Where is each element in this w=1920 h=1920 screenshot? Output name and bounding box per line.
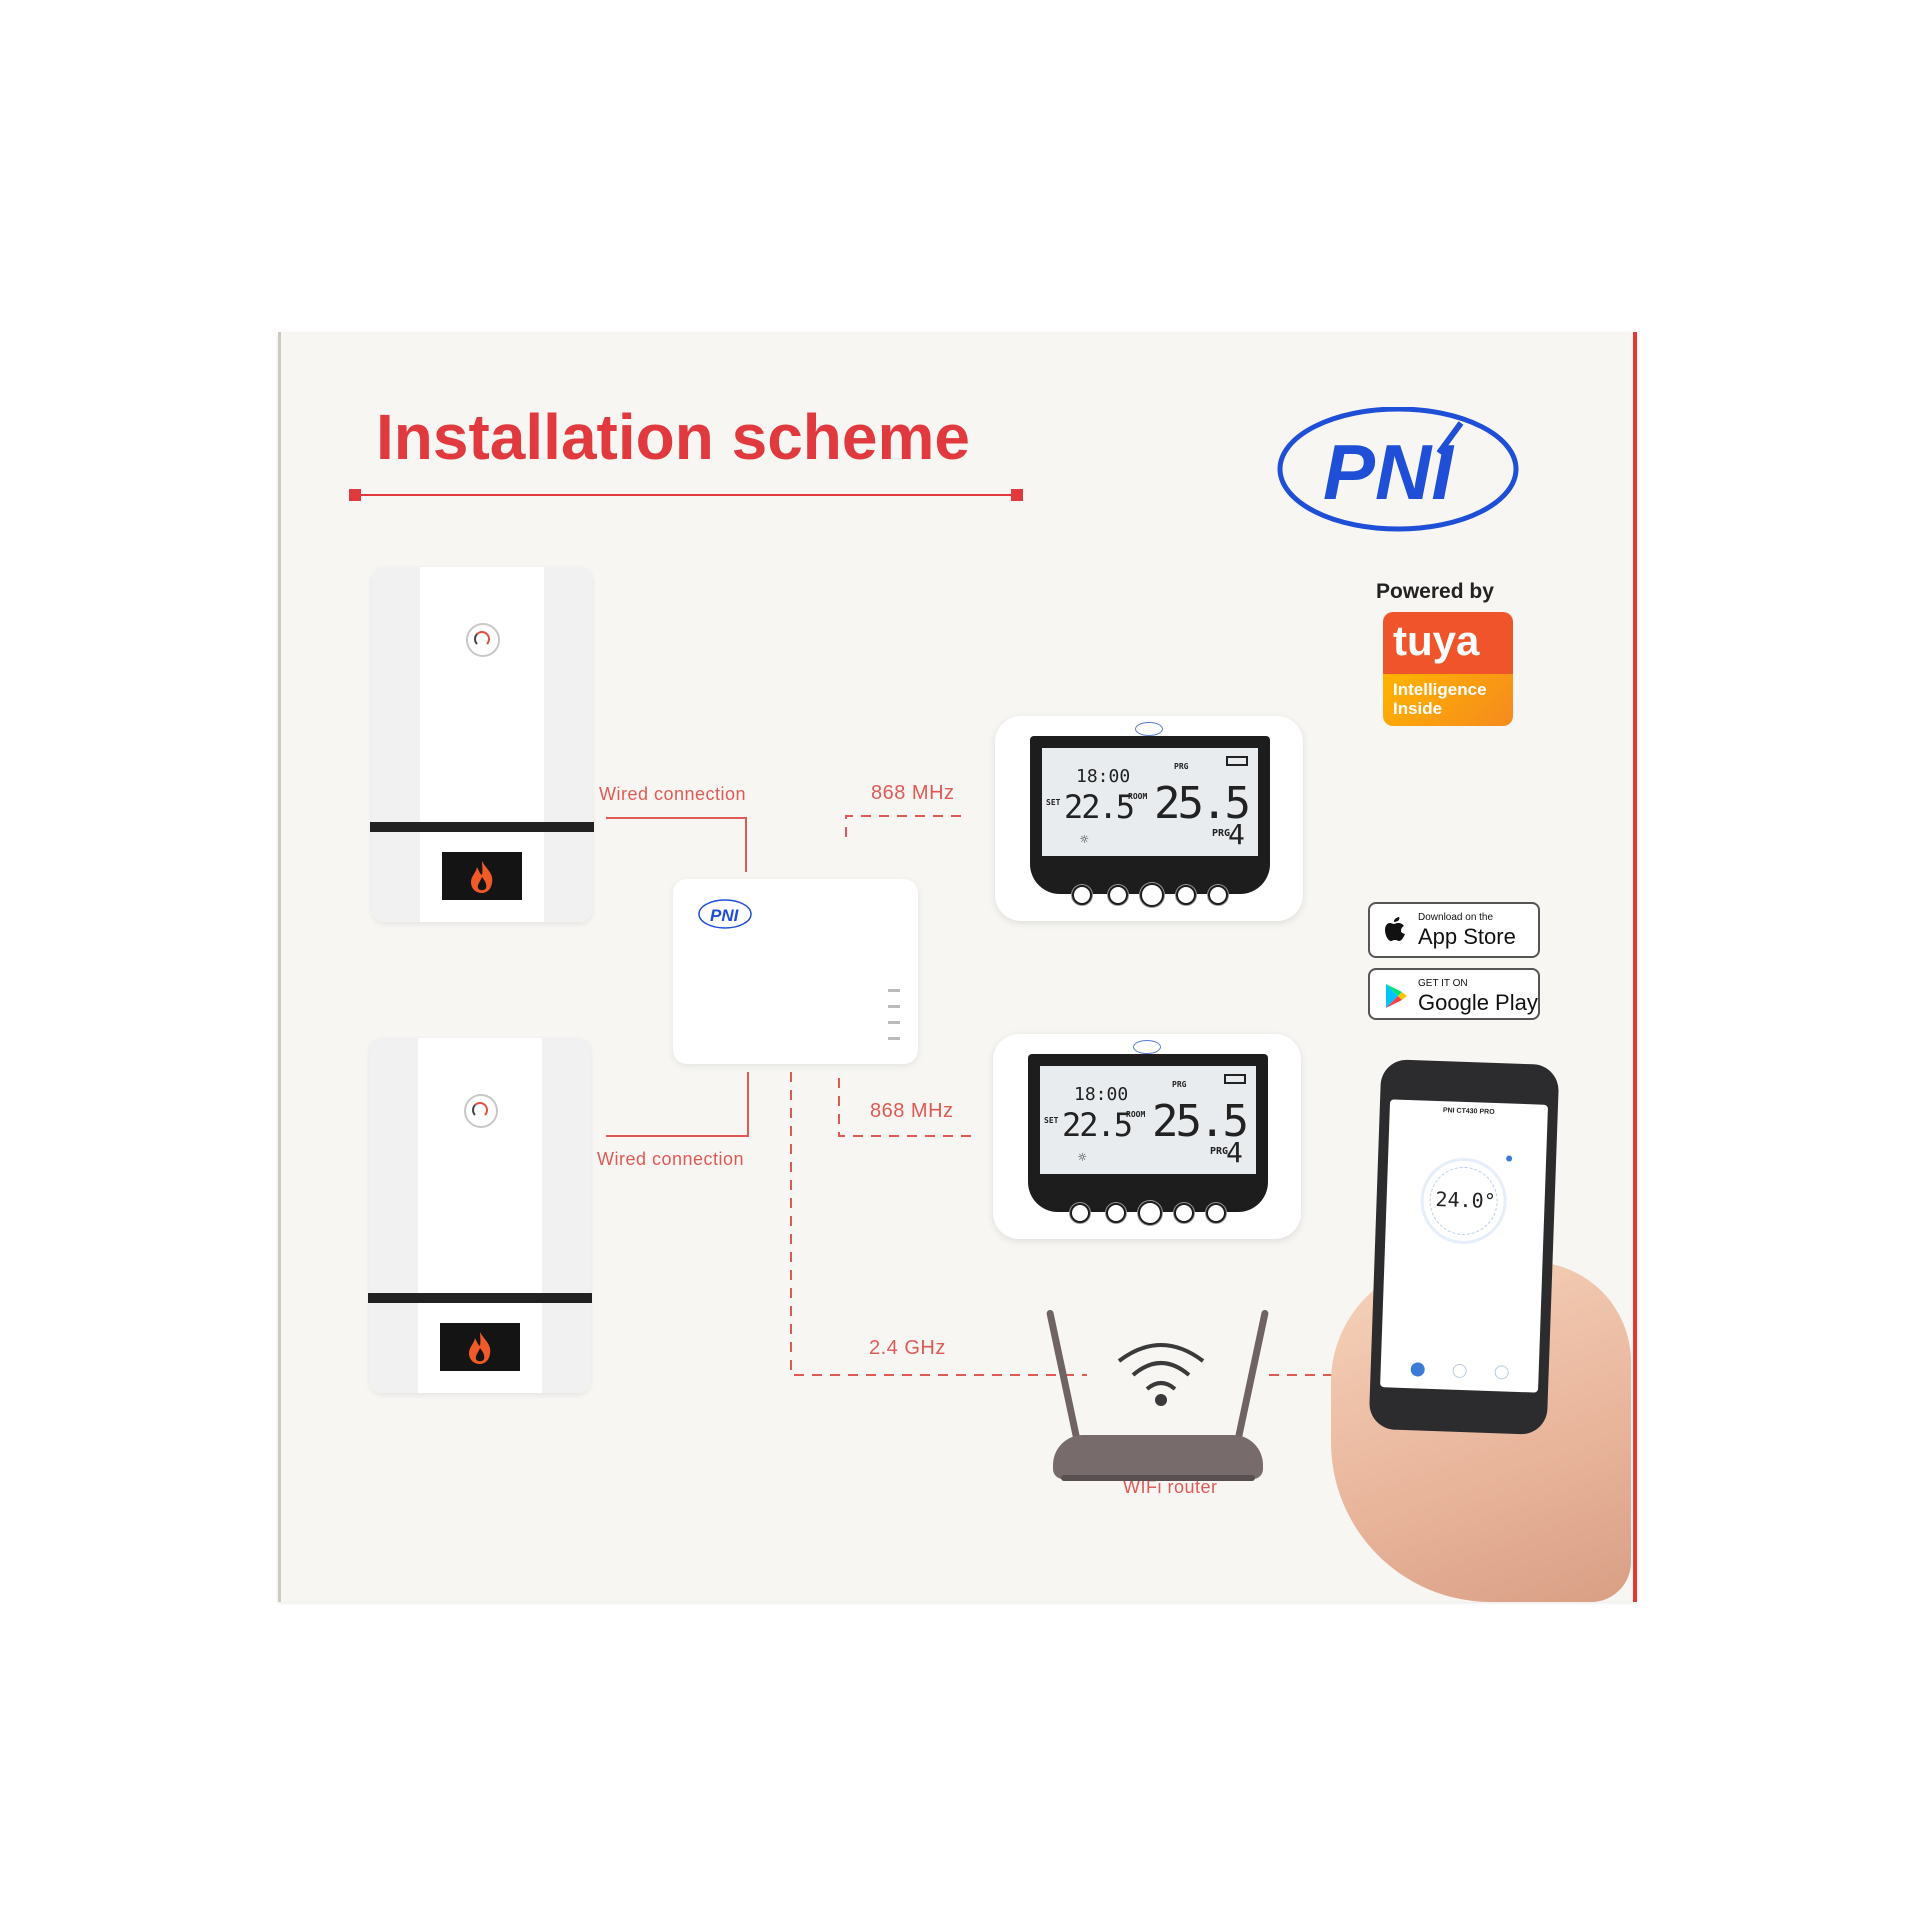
wifi-icon [1117,1343,1205,1406]
google-play-text: Google Play [1418,990,1538,1015]
wired-connection-label-bottom: Wired connection [597,1149,745,1169]
lcd-set-label: SET [1044,1116,1059,1125]
thermostat-up-button[interactable] [1206,1203,1226,1223]
boiler-bottom [368,1038,592,1393]
app-store-badge[interactable]: Download on the App Store [1368,902,1540,958]
battery-icon [1224,1074,1246,1084]
boiler-gauge-icon [466,623,500,657]
thermostat-down-button[interactable] [1174,1203,1194,1223]
lcd-prg-label: PRG [1172,1080,1187,1089]
app-tab-settings[interactable] [1494,1365,1509,1380]
thermostat-power-button[interactable] [1138,1201,1162,1225]
gateway-status-leds [888,989,902,1053]
pni-logo-text: PNI [1323,428,1454,516]
google-play-icon [1386,984,1407,1008]
lcd-time: 18:00 [1076,766,1131,787]
thermostat-down-button[interactable] [1176,885,1196,905]
wifi-label: 2.4 GHz [869,1337,946,1359]
rf-line-bottom [838,1078,971,1137]
gateway-pni-logo: PNI [698,899,752,929]
thermostat-lcd: 18:00 PRG SET 22.5 ROOM 25.5 PRG 4 ☼ [1042,748,1258,856]
flame-icon [469,1332,491,1364]
lcd-set-label: SET [1046,798,1061,807]
boiler-flame-window [440,1323,520,1371]
lcd-program-number: 4 [1226,1136,1243,1169]
app-temperature: 24.0° [1435,1186,1497,1214]
lcd-room-label: ROOM [1128,792,1148,801]
sun-icon: ☼ [1078,1150,1087,1166]
powered-by-label: Powered by [1376,580,1494,603]
lcd-program-label: PRG [1210,1146,1229,1157]
thermostat-power-button[interactable] [1140,883,1164,907]
battery-icon [1226,756,1248,766]
app-tab-power[interactable] [1410,1362,1425,1377]
boiler-top [370,567,594,922]
thermostat-m-button[interactable] [1106,1203,1126,1223]
pni-logo: PNI [1277,407,1519,532]
package-front: Installation scheme PNI [278,332,1637,1602]
wifi-router [1045,1307,1273,1497]
lcd-room-label: ROOM [1126,1110,1146,1119]
thermostat-up-button[interactable] [1208,885,1228,905]
google-play-badge[interactable]: GET IT ON Google Play [1368,968,1540,1020]
flame-icon [471,861,493,893]
lcd-time: 18:00 [1074,1084,1129,1105]
lcd-room-temp: 25.5 [1154,778,1251,829]
lcd-prg-label: PRG [1174,762,1189,771]
wired-connection-label-top: Wired connection [599,784,747,804]
app-store-text: App Store [1418,924,1516,949]
smartphone: PNI CT430 PRO 24.0° [1368,1059,1560,1435]
app-header: PNI CT430 PRO [1442,1107,1495,1116]
title-underline [353,494,1017,496]
thermostat-m-button[interactable] [1108,885,1128,905]
smartphone-in-hand: PNI CT430 PRO 24.0° [1331,1059,1641,1622]
lcd-set-temp: 22.5 [1064,788,1135,826]
router-label: WIFi router [1123,1477,1218,1497]
lcd-set-temp: 22.5 [1062,1106,1133,1144]
thermostat-bottom: 18:00 PRG SET 22.5 ROOM 25.5 PRG 4 ☼ [993,1034,1301,1239]
app-store-small-text: Download on the [1418,912,1494,923]
thermostat-lcd: 18:00 PRG SET 22.5 ROOM 25.5 PRG 4 ☼ [1040,1066,1256,1174]
rf-label-top: 868 MHz [871,782,955,804]
thermostat-top: 18:00 PRG SET 22.5 ROOM 25.5 PRG 4 ☼ [995,716,1303,921]
sun-icon: ☼ [1080,832,1089,848]
tuya-logo: tuya [1383,612,1513,674]
thermostat-p-button[interactable] [1070,1203,1090,1223]
google-play-small-text: GET IT ON [1418,978,1468,989]
phone-app-screen: PNI CT430 PRO 24.0° [1380,1099,1549,1393]
lcd-room-temp: 25.5 [1152,1096,1249,1147]
lcd-program-number: 4 [1228,818,1245,851]
page-title: Installation scheme [376,401,970,473]
apple-icon [1385,917,1405,941]
boiler-flame-window [442,852,522,900]
wireless-gateway: PNI [673,879,918,1064]
svg-text:PNI: PNI [710,906,740,925]
connection-lines [606,815,1369,1376]
underline-dot-right [1011,489,1023,501]
dial-handle[interactable] [1506,1155,1513,1162]
app-tab-mode[interactable] [1452,1363,1467,1379]
wired-line-top [606,817,747,872]
rf-line-top [845,815,961,837]
boiler-gauge-icon [464,1094,498,1128]
underline-dot-left [349,489,361,501]
wired-line-bottom [606,1072,749,1137]
rf-label-bottom: 868 MHz [870,1100,954,1122]
lcd-program-label: PRG [1212,828,1231,839]
intelligence-inside-badge: Intelligence Inside [1383,674,1513,726]
thermostat-p-button[interactable] [1072,885,1092,905]
